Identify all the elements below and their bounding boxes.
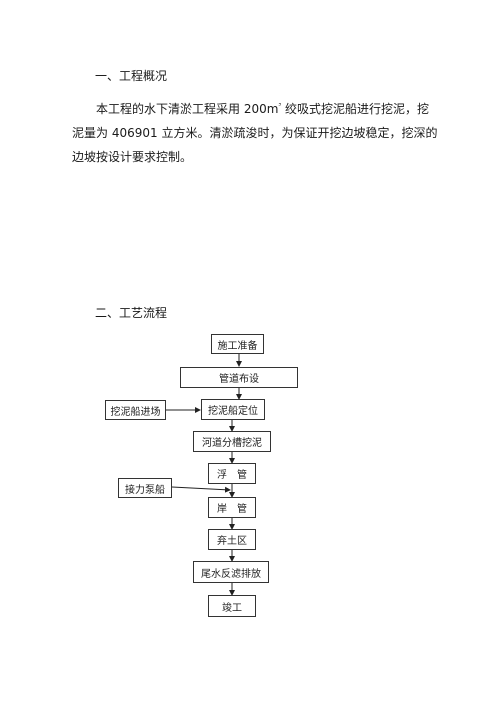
paragraph-line-2: 泥量为 406901 立方米。清淤疏浚时，为保证开挖边坡稳定，挖深的 (72, 126, 438, 140)
input-dredger-entry: 挖泥船进场 (105, 400, 166, 420)
step-dredger-positioning: 挖泥船定位 (201, 399, 265, 420)
paragraph-line-3: 边坡按设计要求控制。 (72, 150, 193, 164)
section-heading-overview: 一、工程概况 (95, 69, 168, 83)
overview-paragraph: 本工程的水下清淤工程采用 200m³ 绞吸式挖泥船进行挖泥，挖 泥量为 4069… (72, 97, 438, 169)
step-pipeline-layout: 管道布设 (180, 367, 298, 388)
arrow-booster-pump (171, 486, 231, 493)
step-tailwater-discharge: 尾水反滤排放 (193, 561, 269, 583)
step-completion: 竣工 (208, 595, 256, 617)
step-channel-dredging: 河道分槽挖泥 (193, 431, 271, 452)
step-shore-pipe: 岸 管 (208, 497, 256, 518)
step-floating-pipe: 浮 管 (208, 463, 256, 484)
section-heading-process-flow: 二、工艺流程 (95, 306, 168, 320)
step-spoil-area: 弃土区 (208, 529, 256, 550)
paragraph-line-1: 本工程的水下清淤工程采用 200m³ 绞吸式挖泥船进行挖泥，挖 (96, 102, 430, 116)
step-construction-prep: 施工准备 (211, 334, 264, 354)
input-booster-pump: 接力泵船 (118, 478, 172, 498)
